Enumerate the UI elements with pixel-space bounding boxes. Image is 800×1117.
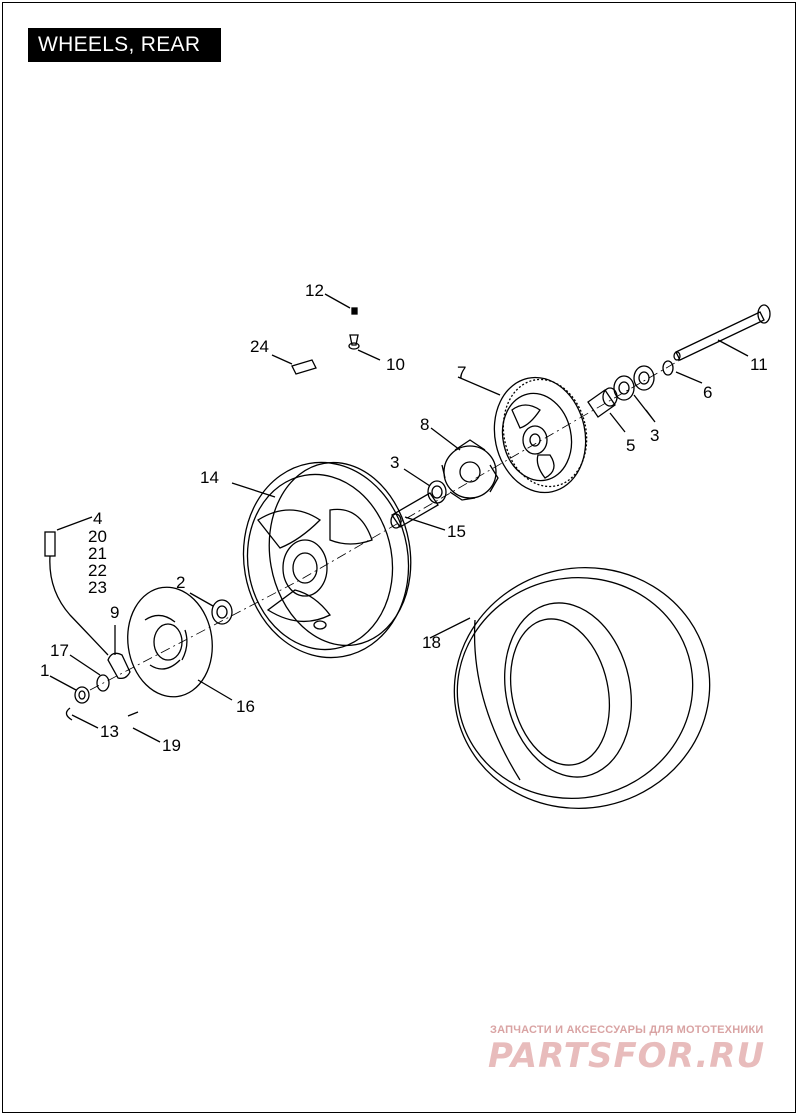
axle-washer [96, 674, 110, 692]
wheel-rim [242, 461, 412, 659]
callout-10: 10 [386, 355, 405, 374]
page-title: WHEELS, REAR [28, 28, 221, 62]
callout-15: 15 [447, 522, 466, 541]
callout-23: 23 [88, 578, 107, 597]
callout-13: 13 [100, 722, 119, 741]
callout-1: 1 [40, 661, 49, 680]
callout-9: 9 [110, 603, 119, 622]
callout-3-left: 3 [390, 453, 399, 472]
rear-axle [673, 304, 771, 361]
callout-8: 8 [420, 415, 429, 434]
callout-21: 21 [88, 544, 107, 563]
callout-11: 11 [750, 355, 768, 374]
callout-19: 19 [162, 736, 181, 755]
callout-6: 6 [703, 383, 712, 402]
callout-20: 20 [88, 527, 107, 546]
callout-22: 22 [88, 561, 107, 580]
callout-17: 17 [50, 641, 69, 660]
callout-5: 5 [626, 436, 635, 455]
abs-sensor-wire [44, 531, 109, 656]
sprocket-isolator [441, 439, 499, 501]
cotter-clip [65, 707, 73, 721]
tire [453, 566, 711, 810]
watermark-subtitle: ЗАПЧАСТИ И АКСЕССУАРЫ ДЛЯ МОТОТЕХНИКИ [490, 1024, 764, 1036]
rear-sprocket [493, 376, 588, 494]
bearing-hub-left [211, 599, 233, 625]
callout-3-right: 3 [650, 426, 659, 445]
valve-stem [348, 334, 360, 350]
callout-24: 24 [250, 337, 269, 356]
axle-nut [74, 686, 90, 704]
callout-18: 18 [422, 633, 441, 652]
disc-bolt [127, 711, 139, 717]
callout-12: 12 [305, 281, 324, 300]
wheel-bearing-right [613, 365, 655, 401]
valve-cap [351, 307, 358, 315]
axle-spacer [390, 492, 439, 529]
callout-16: 16 [236, 697, 255, 716]
wheel-bearing-left [427, 480, 447, 504]
callout-2: 2 [176, 573, 185, 592]
balance-weight [291, 359, 317, 375]
abs-sensor-bracket [107, 652, 131, 680]
callout-7: 7 [457, 363, 466, 382]
callout-14: 14 [200, 468, 219, 487]
watermark-logo: PARTSFOR.RU [488, 1036, 766, 1076]
wheel-spacer [587, 387, 618, 418]
callout-4: 4 [93, 509, 102, 528]
axle-seal [662, 360, 674, 376]
